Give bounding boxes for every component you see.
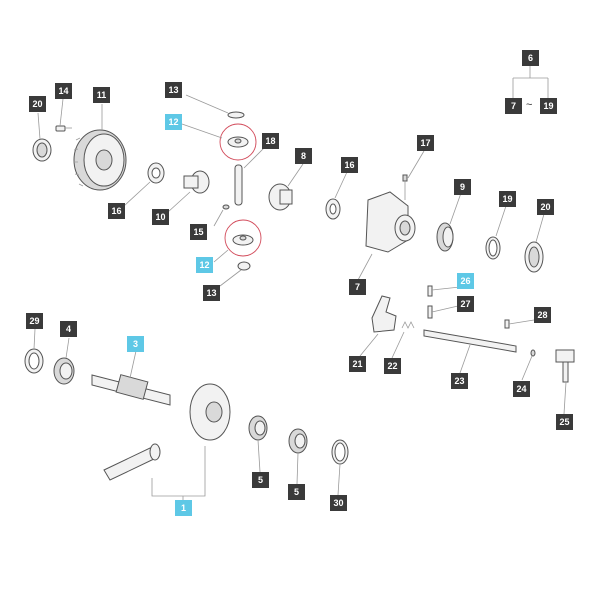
seal-30 xyxy=(331,439,349,465)
label-11: 11 xyxy=(93,87,110,103)
label-30: 30 xyxy=(330,495,347,511)
bearing-4 xyxy=(53,357,75,385)
flange-8 xyxy=(268,183,293,211)
label-29: 29 xyxy=(26,313,43,329)
pin-26 xyxy=(427,285,433,297)
label-24: 24 xyxy=(513,381,530,397)
ring-19 xyxy=(485,236,501,260)
bolt-14 xyxy=(55,125,72,132)
label-7-group: 7 xyxy=(505,98,522,114)
label-19: 19 xyxy=(499,191,516,207)
label-25: 25 xyxy=(556,414,573,430)
callout-12-bottom xyxy=(224,219,262,257)
housing-7 xyxy=(365,191,416,253)
label-1: 1 xyxy=(175,500,192,516)
spring-22 xyxy=(401,321,415,329)
callout-12-top xyxy=(219,123,257,161)
label-19-group: 19 xyxy=(540,98,557,114)
group-range-tilde: ~ xyxy=(526,99,533,111)
seal-20-right xyxy=(524,241,544,273)
lever-25 xyxy=(555,349,575,383)
label-8: 8 xyxy=(295,148,312,164)
label-6-group: 6 xyxy=(522,50,539,66)
label-13-bottom: 13 xyxy=(203,285,220,301)
label-12-bottom: 12 xyxy=(196,257,213,273)
pin-18 xyxy=(234,164,243,206)
pin-27 xyxy=(427,305,433,319)
pin-28 xyxy=(504,319,510,329)
rod-23 xyxy=(423,329,517,353)
label-14: 14 xyxy=(55,83,72,99)
label-3: 3 xyxy=(127,336,144,352)
label-27: 27 xyxy=(457,296,474,312)
hub-10 xyxy=(183,170,210,194)
bearing-5-left xyxy=(248,415,268,441)
fork-21 xyxy=(371,295,397,333)
label-10: 10 xyxy=(152,209,169,225)
gear-disc-1 xyxy=(189,383,231,441)
label-16-right: 16 xyxy=(341,157,358,173)
cup-13-bottom xyxy=(237,261,251,271)
seal-ring-20 xyxy=(32,138,52,162)
gear-11 xyxy=(73,129,127,191)
label-20-right: 20 xyxy=(537,199,554,215)
label-16-left: 16 xyxy=(108,203,125,219)
clip-15 xyxy=(222,204,230,210)
cup-13-top xyxy=(227,111,245,119)
label-13-top: 13 xyxy=(165,82,182,98)
label-15: 15 xyxy=(190,224,207,240)
label-5-right: 5 xyxy=(288,484,305,500)
label-18: 18 xyxy=(262,133,279,149)
ring-24 xyxy=(530,349,536,357)
label-4: 4 xyxy=(60,321,77,337)
label-12-top: 12 xyxy=(165,114,182,130)
label-28: 28 xyxy=(534,307,551,323)
screw-17 xyxy=(402,174,408,200)
label-21: 21 xyxy=(349,356,366,372)
label-5-left: 5 xyxy=(252,472,269,488)
bearing-9 xyxy=(436,222,454,252)
label-20: 20 xyxy=(29,96,46,112)
label-26: 26 xyxy=(457,273,474,289)
label-7: 7 xyxy=(349,279,366,295)
washer-16-left xyxy=(147,162,165,184)
leader-lines xyxy=(33,66,567,500)
washer-16-right xyxy=(325,198,341,220)
input-shaft-1 xyxy=(103,443,161,481)
label-23: 23 xyxy=(451,373,468,389)
label-22: 22 xyxy=(384,358,401,374)
label-17: 17 xyxy=(417,135,434,151)
shaft-3 xyxy=(91,374,171,406)
bearing-5-right xyxy=(288,428,308,454)
seal-29 xyxy=(24,348,44,374)
label-9: 9 xyxy=(454,179,471,195)
